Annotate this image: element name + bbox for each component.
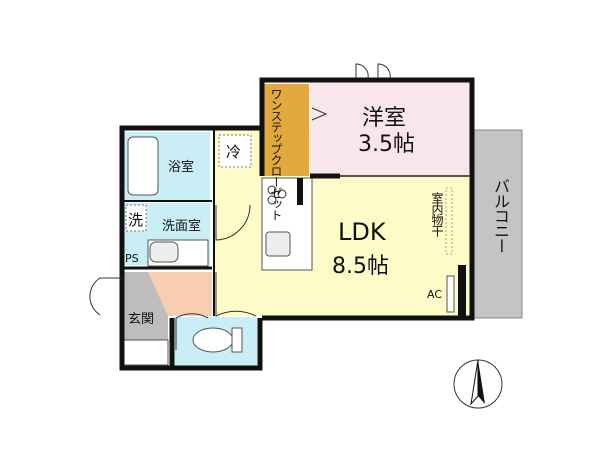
doors bbox=[89, 63, 391, 350]
kitchen-sink bbox=[265, 231, 291, 257]
western-room-label: 洋室 bbox=[362, 106, 407, 131]
fridge-marker: 冷 bbox=[226, 143, 242, 161]
entrance-step bbox=[123, 339, 169, 366]
washer-space bbox=[125, 204, 147, 232]
compass-icon bbox=[453, 359, 503, 409]
indoor-drying-label: 室内物干 bbox=[430, 192, 444, 236]
ac-label: AC bbox=[427, 288, 443, 301]
ac-unit bbox=[446, 275, 455, 313]
ps-label: PS bbox=[125, 252, 139, 265]
ldk-size: 8.5帖 bbox=[332, 254, 389, 279]
toilet-bowl bbox=[192, 327, 234, 353]
closet-floor bbox=[264, 84, 309, 176]
stove-burner bbox=[267, 185, 277, 195]
stove-burner bbox=[277, 189, 287, 199]
fridge-space bbox=[218, 134, 252, 168]
washroom-label: 洗面室 bbox=[162, 219, 202, 234]
closet-label: ワンステップクローゼット bbox=[269, 88, 283, 220]
washbasin bbox=[149, 241, 179, 263]
western-room-size: 3.5帖 bbox=[358, 132, 415, 157]
washer-marker: 洗 bbox=[128, 211, 144, 229]
bath-label: 浴室 bbox=[168, 160, 195, 175]
stove-burner bbox=[267, 195, 277, 205]
balcony-area bbox=[473, 129, 523, 319]
walls bbox=[119, 77, 475, 371]
ldk-label: LDK bbox=[338, 218, 386, 246]
balcony-label: バルコニー bbox=[491, 178, 510, 253]
western-room-floor bbox=[310, 82, 470, 176]
bathtub bbox=[127, 136, 159, 196]
entrance-label: 玄関 bbox=[128, 312, 155, 327]
toilet-tank bbox=[231, 327, 243, 353]
